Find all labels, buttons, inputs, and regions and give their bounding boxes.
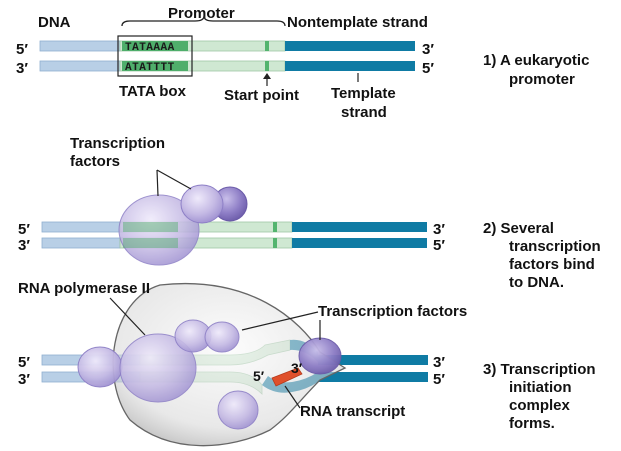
end-3-top-right-panel1: 3′ — [422, 41, 434, 58]
tf-large-blob-panel3 — [119, 333, 197, 403]
nontemplate-strand-label: Nontemplate strand — [287, 14, 428, 31]
start-point-arrowhead — [263, 73, 271, 79]
tf-pointer-2 — [156, 169, 192, 190]
step3-line3: complex — [509, 397, 571, 414]
dna-label: DNA — [38, 14, 71, 31]
step2-line2: transcription — [509, 238, 601, 255]
promoter-brace — [121, 15, 286, 27]
step2-line4: to DNA. — [509, 274, 564, 291]
rna-pointer — [284, 385, 301, 409]
pol-pointer — [109, 297, 146, 336]
tata-box-label: TATA box — [119, 83, 187, 100]
tf-dark-right-blob — [298, 337, 342, 375]
panel-2-factors-bind: Transcription factors 5′ 3′ 3′ 5′ 2) Sev… — [18, 135, 601, 291]
end-5-bottom-right-panel2: 5′ — [433, 237, 445, 254]
template-strand-panel1 — [39, 60, 415, 72]
tf-label-line2: factors — [70, 153, 120, 170]
rna-3-label: 3′ — [291, 360, 303, 376]
start-point-label: Start point — [224, 87, 299, 104]
end-3-bottom-left-panel3: 3′ — [18, 371, 30, 388]
tf-left-blob — [77, 346, 123, 388]
rna-polymerase-label: RNA polymerase II — [18, 280, 150, 297]
end-5-top-left-panel3: 5′ — [18, 354, 30, 371]
dna-panel2 — [41, 221, 427, 249]
step3-line2: initiation — [509, 379, 572, 396]
tf-medium-circle — [180, 184, 224, 224]
end-5-top-left-panel1: 5′ — [16, 41, 28, 58]
end-5-top-left-panel2: 5′ — [18, 221, 30, 238]
end-3-bottom-left-panel2: 3′ — [18, 237, 30, 254]
end-5-bottom-right-panel3: 5′ — [433, 371, 445, 388]
rna-5-label: 5′ — [253, 368, 265, 384]
tf-lower-blob — [217, 390, 259, 430]
end-3-bottom-left-panel1: 3′ — [16, 60, 28, 77]
step3-line4: forms. — [509, 415, 555, 432]
nontemplate-strand-panel1 — [39, 40, 415, 52]
tata-box-outline — [117, 35, 193, 77]
step2-line3: factors bind — [509, 256, 595, 273]
end-3-top-right-panel3: 3′ — [433, 354, 445, 371]
tf-pointer-1 — [156, 169, 159, 197]
end-5-bottom-right-panel1: 5′ — [422, 60, 434, 77]
tf-large-blob — [118, 194, 200, 266]
template-strand-label-line2: strand — [341, 104, 387, 121]
step1-line2: promoter — [509, 71, 575, 88]
panel-3-initiation-complex: RNA polymerase II Transcription factors … — [18, 280, 596, 447]
panel-1-promoter: TATAAAA ATATTTT DNA Promoter Nontemplate… — [16, 5, 589, 121]
step1-line1: 1) A eukaryotic — [483, 52, 589, 69]
template-strand-label-line1: Template — [331, 85, 396, 102]
tata-sequence-top: TATAAAA — [125, 42, 175, 54]
tf-label-line1: Transcription — [70, 135, 165, 152]
rna-transcript-label: RNA transcript — [300, 403, 405, 420]
tf-upper-blob-2 — [204, 321, 240, 353]
rna-transcript-shape — [271, 367, 303, 387]
tf-label-panel3: Transcription factors — [318, 303, 467, 320]
promoter-label: Promoter — [168, 5, 235, 22]
tf-pointer-panel3-a — [241, 311, 319, 331]
step3-line1: 3) Transcription — [483, 361, 596, 378]
step2-line1: 2) Several — [483, 220, 554, 237]
end-3-top-right-panel2: 3′ — [433, 221, 445, 238]
tata-sequence-bottom: ATATTTT — [125, 62, 175, 74]
